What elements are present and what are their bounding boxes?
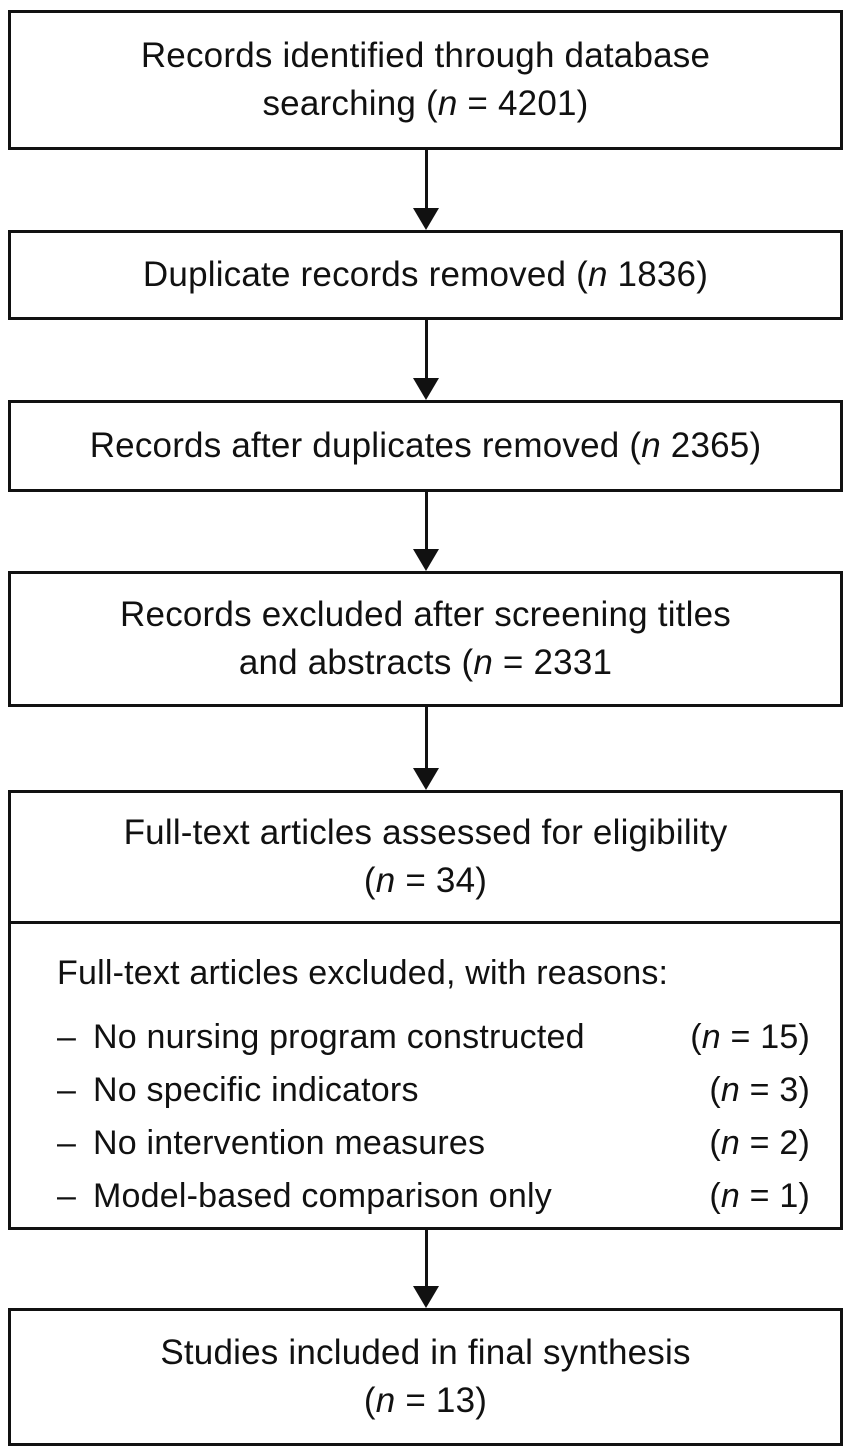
arrow-head-icon <box>413 208 439 230</box>
box-records-excluded-screening: Records excluded after screening titles … <box>8 571 843 707</box>
n-symbol: n <box>375 1381 396 1420</box>
box-studies-included: Studies included in final synthesis (n =… <box>8 1308 843 1446</box>
n-symbol: n <box>720 1070 741 1109</box>
n-symbol: n <box>375 861 396 900</box>
box-records-identified: Records identified through database sear… <box>8 10 843 150</box>
box-text-line: Records excluded after screening titles <box>120 591 731 639</box>
flow-arrow <box>413 1230 439 1308</box>
count-text: = 2) <box>740 1123 810 1162</box>
count-text: ( <box>709 1123 721 1162</box>
n-symbol: n <box>473 643 493 682</box>
arrow-shaft <box>424 320 428 378</box>
count-text: ( <box>709 1070 721 1109</box>
exclusion-reason-row: –Model-based comparison only (n = 1) <box>57 1170 810 1223</box>
flow-arrow <box>413 150 439 230</box>
box-count: = 34) <box>395 861 488 900</box>
box-text: and abstracts ( <box>238 643 474 682</box>
box-count: = 13) <box>395 1381 488 1420</box>
box-fulltext-assessed: Full-text articles assessed for eligibil… <box>8 790 843 924</box>
box-text: searching ( <box>262 84 438 123</box>
box-text: ( <box>363 861 376 900</box>
box-text: Records excluded after screening titles <box>120 594 731 634</box>
n-symbol: n <box>720 1176 741 1215</box>
reason-count: (n = 1) <box>709 1170 810 1223</box>
flow-arrow <box>413 320 439 400</box>
box-text-line: (n = 34) <box>364 857 487 905</box>
dash-bullet: – <box>57 1123 77 1162</box>
box-text-line: (n = 13) <box>364 1377 487 1425</box>
box-count: 1836) <box>607 254 709 294</box>
reason-count: (n = 15) <box>690 1011 810 1064</box>
reason-label: No specific indicators <box>93 1070 419 1109</box>
box-text: Studies included in final synthesis <box>160 1332 691 1372</box>
box-count: 2365) <box>660 425 762 465</box>
n-symbol: n <box>641 425 661 465</box>
dash-bullet: – <box>57 1070 77 1109</box>
exclusion-reasons-header: Full-text articles excluded, with reason… <box>57 954 669 992</box>
reason-label: No nursing program constructed <box>93 1017 585 1056</box>
box-text-line: Full-text articles assessed for eligibil… <box>124 809 728 857</box>
reason-label-group: –No specific indicators <box>57 1064 419 1117</box>
reason-label: Model-based comparison only <box>93 1176 552 1215</box>
count-text: = 1) <box>740 1176 810 1215</box>
reason-label-group: –No intervention measures <box>57 1117 485 1170</box>
arrow-shaft <box>424 150 428 208</box>
dash-bullet: – <box>57 1017 77 1056</box>
arrow-head-icon <box>413 378 439 400</box>
dash-bullet: – <box>57 1176 77 1215</box>
exclusion-reason-row: –No nursing program constructed (n = 15) <box>57 1011 810 1064</box>
box-text: Records after duplicates removed ( <box>89 425 642 465</box>
box-text-line: and abstracts (n = 2331 <box>239 639 612 687</box>
box-text-line: Duplicate records removed (n 1836) <box>143 251 708 299</box>
box-text-line: searching (n = 4201) <box>262 80 588 128</box>
exclusion-reason-row: –No intervention measures (n = 2) <box>57 1117 810 1170</box>
box-text-line: Studies included in final synthesis <box>160 1329 690 1377</box>
n-symbol: n <box>720 1123 741 1162</box>
arrow-shaft <box>424 492 428 549</box>
arrow-shaft <box>424 1230 428 1286</box>
n-symbol: n <box>437 84 458 123</box>
count-text: = 3) <box>740 1070 810 1109</box>
n-symbol: n <box>587 254 608 294</box>
count-text: ( <box>709 1176 721 1215</box>
arrow-head-icon <box>413 1286 439 1308</box>
arrow-head-icon <box>413 549 439 571</box>
box-text-line: Records after duplicates removed (n 2365… <box>90 422 762 470</box>
flow-arrow <box>413 492 439 571</box>
reason-count: (n = 3) <box>709 1064 810 1117</box>
box-count: = 2331 <box>493 643 613 682</box>
arrow-head-icon <box>413 768 439 790</box>
box-duplicates-removed: Duplicate records removed (n 1836) <box>8 230 843 320</box>
box-text: Full-text articles assessed for eligibil… <box>123 812 728 852</box>
n-symbol: n <box>701 1017 721 1056</box>
box-text-line: Records identified through database <box>141 32 710 80</box>
box-records-after-duplicates: Records after duplicates removed (n 2365… <box>8 400 843 492</box>
arrow-shaft <box>424 707 428 768</box>
reason-label: No intervention measures <box>93 1123 486 1162</box>
box-text: Duplicate records removed ( <box>142 254 588 294</box>
box-count: = 4201) <box>457 84 589 123</box>
count-text: ( <box>690 1017 702 1056</box>
box-text: Records identified through database <box>140 35 711 75</box>
flow-arrow <box>413 707 439 790</box>
box-text: ( <box>363 1381 376 1420</box>
reason-label-group: –No nursing program constructed <box>57 1011 585 1064</box>
reason-count: (n = 2) <box>709 1117 810 1170</box>
exclusion-reason-row: –No specific indicators (n = 3) <box>57 1064 810 1117</box>
box-fulltext-excluded: Full-text articles excluded, with reason… <box>8 921 843 1230</box>
count-text: = 15) <box>720 1017 810 1056</box>
reason-label-group: –Model-based comparison only <box>57 1170 552 1223</box>
